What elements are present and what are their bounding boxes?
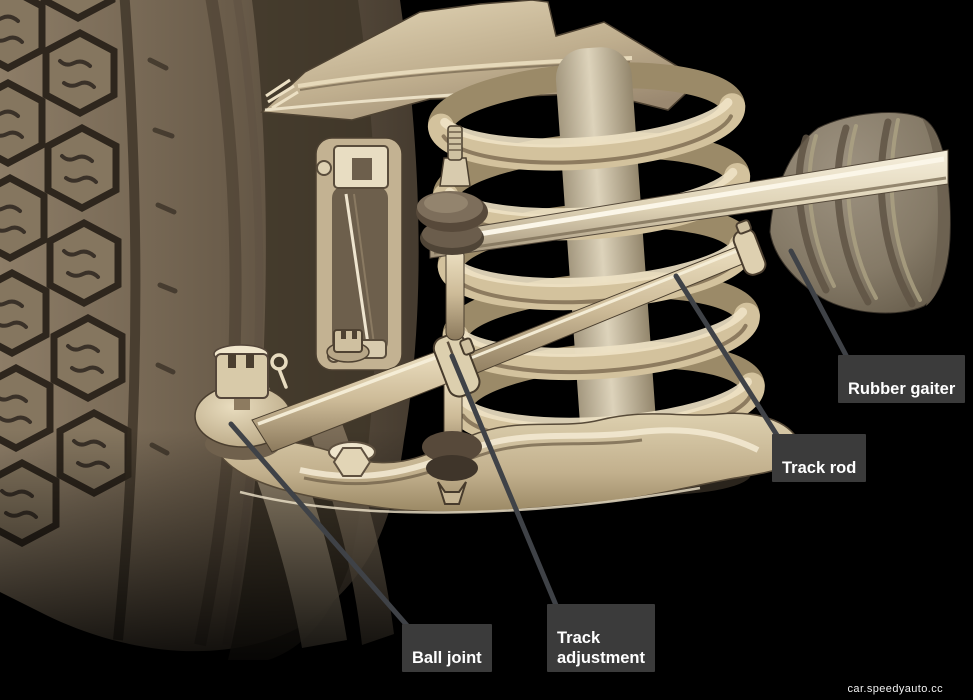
- label-rubber-gaiter: Rubber gaiter: [838, 355, 966, 404]
- gaiter-ribs: [795, 118, 922, 308]
- drop-link-shaft: [445, 247, 465, 341]
- track-rod-inner-clamp: [732, 219, 767, 276]
- arm-flange-crease: [303, 438, 643, 486]
- bracket-rod: [344, 193, 370, 345]
- arm-hex-bolt: [332, 447, 372, 477]
- leader-lines: [228, 248, 852, 633]
- bracket-recess: [332, 186, 388, 354]
- castellated-nut: [215, 353, 269, 399]
- bracket-bolt: [316, 160, 332, 176]
- label-track-rod: Track rod: [772, 434, 867, 483]
- arm-flange-highlight: [299, 427, 760, 480]
- drop-link-nut: [437, 481, 467, 505]
- leader-track-adjustment: [449, 353, 561, 613]
- label-track-adjustment-text: Track adjustment: [557, 629, 646, 668]
- label-rubber-gaiter-text: Rubber gaiter: [848, 380, 956, 399]
- label-track-adjustment: Track adjustment: [547, 604, 656, 673]
- label-ball-joint-text: Ball joint: [412, 649, 482, 668]
- bracket-rod-shadow: [353, 193, 375, 345]
- inner-ball-stud: [326, 329, 370, 363]
- ball-joint-stud: [234, 396, 250, 410]
- drop-link-collar: [439, 157, 471, 187]
- watermark: car.speedyauto.cc: [847, 683, 943, 695]
- panel-spring-clip: [265, 78, 299, 110]
- cotter-pin-leg: [277, 367, 288, 389]
- leader-track-rod: [673, 273, 783, 443]
- bracket-clip-slot: [352, 158, 372, 180]
- leader-rubber-gaiter: [788, 248, 852, 364]
- drop-link: [416, 125, 488, 341]
- leader-ball-joint: [228, 421, 414, 633]
- drop-link-stud: [447, 125, 463, 161]
- arm-bottom-seam: [239, 486, 701, 514]
- drop-link-lower: [422, 371, 482, 505]
- label-ball-joint: Ball joint: [402, 624, 492, 673]
- lower-control-arm: [216, 329, 801, 514]
- label-track-rod-text: Track rod: [782, 459, 857, 478]
- stud-threads: [449, 131, 461, 151]
- strut-bracket: [315, 137, 403, 371]
